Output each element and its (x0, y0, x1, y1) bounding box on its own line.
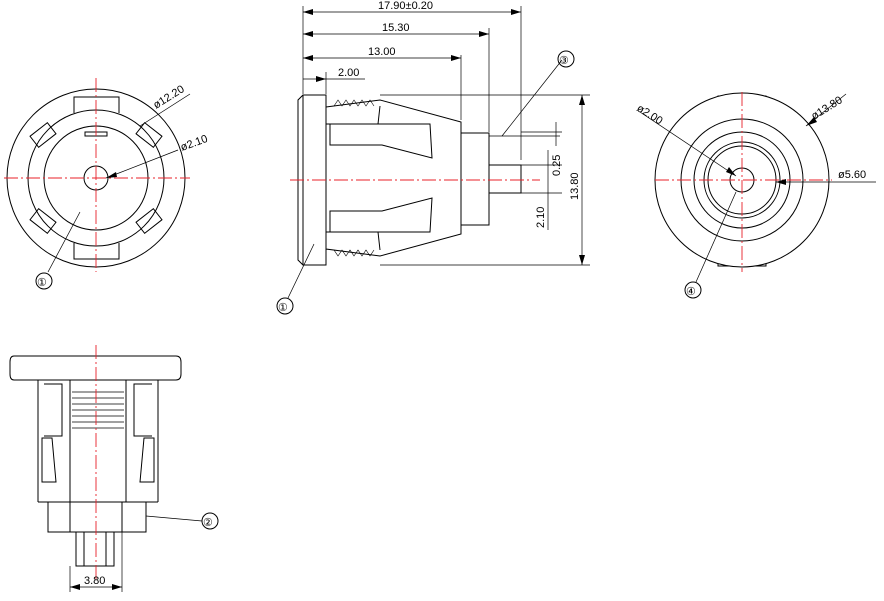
arrow-overall-r (511, 9, 521, 15)
front-latch-ul (29, 122, 57, 148)
rear-inner-arrow (776, 179, 786, 185)
rear-callout4-leader (695, 191, 737, 283)
bottom-latch-right (139, 437, 155, 483)
dim-overall: 17.90±0.20 (378, 0, 433, 12)
front-callout-circle (35, 272, 53, 290)
bottom-callout2-circle (201, 512, 219, 530)
bottom-threads (72, 391, 124, 429)
rear-inner-dia-label: ø5.60 (838, 169, 866, 181)
dim-flange: 2.00 (338, 67, 359, 79)
rear-outer-arrow (806, 117, 817, 126)
front-callout-1: ① (37, 277, 47, 289)
front-pin-dia-leader (105, 149, 179, 179)
side-rear-shoulder (460, 132, 490, 226)
side-body-lower-step (326, 231, 381, 251)
dim-bottom-width: 3.80 (84, 575, 105, 587)
arrow-130-r (451, 55, 461, 61)
side-callout3-circle (557, 50, 575, 68)
rear-pin-dia-label: ø2.00 (634, 102, 664, 127)
side-thread-top (333, 99, 375, 107)
dim-gap: 0.25 (551, 155, 563, 176)
arrow-height-b (579, 255, 585, 265)
bottom-shoulder (47, 501, 147, 533)
front-latch-lr (135, 208, 163, 234)
bottom-rib-left (44, 383, 63, 437)
side-latch-top (329, 123, 433, 159)
bottom-pin (75, 531, 115, 567)
arrow-overall-l (303, 9, 313, 15)
dim-length-c: 13.00 (368, 46, 396, 58)
front-outer-dia-leader (139, 93, 191, 127)
rear-callout4-circle (684, 281, 702, 299)
side-callout-1: ① (278, 302, 288, 314)
arrow-bottom-l (70, 584, 80, 590)
side-view (276, 6, 590, 315)
rear-callout-4: ④ (686, 286, 696, 298)
bottom-callout-2: ② (203, 517, 213, 529)
rear-pin-arrow (726, 167, 736, 176)
side-callout1-circle (276, 297, 294, 315)
arrow-flange-r (316, 76, 326, 82)
dim-height: 13.80 (569, 172, 581, 200)
side-callout-3: ③ (559, 55, 569, 67)
arrow-130-l (303, 55, 313, 61)
bottom-view (9, 345, 219, 592)
front-view (4, 78, 191, 290)
bottom-rib-right (133, 383, 152, 437)
front-pin-arrow (106, 172, 117, 178)
arrow-bottom-r (112, 584, 122, 590)
arrow-153-r (479, 31, 489, 37)
dim-pin: 2.10 (535, 207, 547, 228)
rear-pin-dia-leader (639, 111, 737, 177)
dim-length-b: 15.30 (382, 22, 410, 34)
front-callout-leader (47, 211, 81, 273)
front-latch-ll (29, 208, 57, 234)
arrow-height-t (579, 95, 585, 105)
side-latch-bottom (329, 197, 433, 233)
arrow-153-l (303, 31, 313, 37)
front-pin-dia-label: ø2.10 (179, 133, 210, 154)
rear-outer-dia-label: ø13.80 (809, 94, 844, 122)
front-top-tab (73, 96, 120, 113)
side-pin (488, 164, 522, 194)
side-callout3-leader (501, 59, 563, 137)
bottom-latch-left (41, 437, 57, 483)
side-body-upper-step (326, 105, 381, 125)
front-latch-ur (135, 122, 163, 148)
bottom-callout2-leader (145, 515, 203, 522)
side-thread-bottom (333, 249, 375, 257)
side-body (325, 99, 462, 257)
rear-view (639, 92, 876, 299)
side-callout1-leader (287, 243, 315, 299)
bottom-cap (9, 355, 182, 381)
front-bottom-tab (73, 243, 120, 260)
